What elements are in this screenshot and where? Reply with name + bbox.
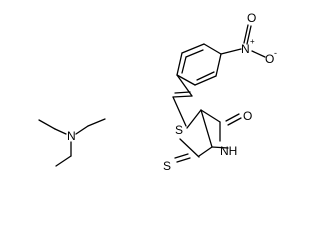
bond <box>251 50 266 58</box>
carbonyl-oxygen: O <box>243 109 252 123</box>
bond <box>172 95 193 98</box>
ring-nh: NH <box>220 144 237 158</box>
bond <box>174 91 191 94</box>
bond <box>174 153 189 159</box>
amine-nitrogen: N <box>67 129 76 143</box>
bond <box>75 125 89 135</box>
bond <box>176 52 183 76</box>
nitro-oxygen-right: O <box>265 52 274 66</box>
bond <box>179 138 200 158</box>
structure-canvas: N S S <box>38 11 277 173</box>
nitro-nitrogen: N <box>241 42 250 56</box>
bond <box>87 118 106 127</box>
bond <box>172 96 187 127</box>
bond <box>215 53 222 77</box>
bond <box>246 25 252 45</box>
bond <box>186 109 202 129</box>
bond <box>181 43 205 54</box>
rhodanine-derivative: S S NH O N O O + - <box>163 11 277 173</box>
bond <box>176 157 191 163</box>
nitro-oxygen-charge: - <box>274 48 277 58</box>
nitro-oxygen-top: O <box>247 11 256 25</box>
nitro-nitrogen-charge: + <box>250 37 255 46</box>
thione-sulfur: S <box>163 159 171 173</box>
bond <box>176 74 196 86</box>
bond <box>243 24 249 44</box>
bond <box>176 74 193 97</box>
bond <box>38 119 56 130</box>
bond <box>194 75 217 86</box>
bond <box>196 71 215 81</box>
bond <box>220 48 242 55</box>
bond <box>198 146 213 157</box>
bond <box>54 128 67 135</box>
bond <box>185 49 204 58</box>
bond <box>211 146 229 149</box>
chemical-structure-drawing: N S S <box>38 11 277 173</box>
bond <box>225 113 240 122</box>
bond <box>55 155 72 167</box>
bond <box>227 117 242 126</box>
bond <box>200 109 213 148</box>
triethylamine: N <box>38 118 106 167</box>
bond <box>181 56 187 74</box>
bond <box>200 109 221 123</box>
bond <box>203 43 222 55</box>
ring-sulfur: S <box>175 123 183 137</box>
